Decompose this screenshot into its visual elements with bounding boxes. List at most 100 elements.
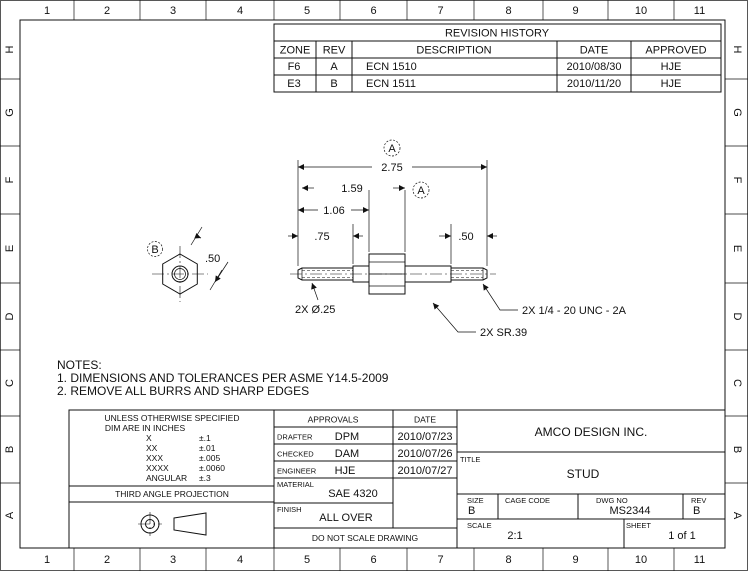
- zone-row-label-left: H: [4, 45, 16, 53]
- rev-row-2-zone: E3: [287, 78, 300, 90]
- zone-col-label-bottom: 7: [437, 554, 443, 566]
- zone-col-label-bottom: 11: [694, 554, 705, 566]
- zone-row-label-left: A: [4, 511, 16, 519]
- dim-to-nut-near: 1.06: [323, 205, 344, 217]
- stud-side-view: 2.75 A 1.59 A 1.06 .75 .50 2X Ø.25 2X 1/…: [288, 139, 627, 339]
- rev-row-1-date: 2010/08/30: [566, 61, 621, 73]
- rev-col-zone: ZONE: [280, 45, 311, 57]
- title-label: TITLE: [460, 455, 480, 464]
- dim-left-thread: .75: [314, 231, 329, 243]
- note-2: 2. REMOVE ALL BURRS AND SHARP EDGES: [57, 384, 309, 398]
- zone-col-label-top: 5: [304, 5, 310, 17]
- drafter-label: DRAFTER: [277, 433, 313, 442]
- zone-row-label-left: D: [4, 312, 16, 320]
- hex-flat-dim: .50: [205, 253, 220, 265]
- zone-col-label-bottom: 5: [304, 554, 310, 566]
- balloon-a-side: [412, 181, 430, 199]
- balloon-a-side-label: A: [417, 185, 425, 197]
- tol-row-4-label: XXXX: [146, 463, 169, 473]
- zone-col-label-bottom: 10: [635, 554, 647, 566]
- checked-date: 2010/07/26: [397, 448, 452, 460]
- finish-label: FINISH: [277, 505, 302, 514]
- callout-diameter: 2X Ø.25: [295, 304, 335, 316]
- zone-row-label-left: B: [4, 446, 16, 453]
- engineer-date: 2010/07/27: [397, 465, 452, 477]
- sheet-label: SHEET: [626, 521, 651, 530]
- zone-row-label-left: G: [4, 108, 16, 117]
- zone-col-label-top: 6: [370, 5, 376, 17]
- callout-radius: 2X SR.39: [480, 327, 527, 339]
- zone-row-label-right: E: [731, 245, 743, 252]
- scale-value: 2:1: [507, 530, 522, 542]
- zone-col-label-bottom: 1: [44, 554, 50, 566]
- hex-nut-outline: [162, 253, 198, 295]
- zone-row-label-right: C: [731, 379, 743, 387]
- rev-row-1-approved: HJE: [661, 61, 682, 73]
- zone-row-label-right: D: [731, 313, 743, 321]
- no-scale-note: DO NOT SCALE DRAWING: [312, 533, 418, 543]
- finish-value: ALL OVER: [319, 512, 372, 524]
- zone-row-label-left: F: [4, 176, 16, 183]
- approvals-block: APPROVALS DATE DRAFTER DPM 2010/07/23 CH…: [273, 409, 458, 549]
- dwg-no-label: DWG NO: [596, 496, 628, 505]
- inner-border: [19, 19, 726, 549]
- tol-row-5-value: ±.3: [199, 473, 211, 483]
- zone-row-label-right: G: [731, 108, 743, 117]
- size-label: SIZE: [467, 496, 484, 505]
- material-label: MATERIAL: [277, 480, 314, 489]
- engineer-name: HJE: [335, 465, 356, 477]
- zone-col-label-bottom: 9: [572, 554, 578, 566]
- projection-symbol: [138, 512, 207, 536]
- zone-col-label-bottom: 2: [104, 554, 110, 566]
- approvals-date-header: DATE: [414, 415, 436, 425]
- zone-col-label-top: 1: [44, 5, 50, 17]
- tolerance-block: UNLESS OTHERWISE SPECIFIED DIM ARE IN IN…: [68, 409, 275, 549]
- scale-label: SCALE: [467, 521, 492, 530]
- zone-row-label-left: C: [4, 379, 16, 387]
- zone-col-label-top: 10: [635, 5, 647, 17]
- zone-col-label-top: 7: [437, 5, 443, 17]
- zone-row-label-right: A: [731, 512, 743, 520]
- checked-label: CHECKED: [277, 450, 314, 459]
- balloon-b-label: B: [151, 244, 158, 256]
- notes: NOTES: 1. DIMENSIONS AND TOLERANCES PER …: [57, 358, 389, 398]
- rev-label: REV: [691, 496, 706, 505]
- dwg-no-value: MS2344: [610, 505, 651, 517]
- balloon-a-top: [383, 139, 401, 157]
- title-block: AMCO DESIGN INC. TITLE STUD SIZE B CAGE …: [456, 409, 726, 549]
- dim-overall: 2.75: [381, 162, 402, 174]
- balloon-a-top-label: A: [388, 143, 396, 155]
- rev-row-2-approved: HJE: [661, 78, 682, 90]
- zone-col-label-bottom: 3: [170, 554, 176, 566]
- tol-row-2-label: XX: [146, 443, 158, 453]
- dim-to-nut-far: 1.59: [341, 183, 362, 195]
- sheet-value: 1 of 1: [668, 530, 696, 542]
- zone-row-label-right: B: [731, 446, 743, 453]
- zone-col-label-top: 9: [572, 5, 578, 17]
- zone-col-label-top: 4: [237, 5, 243, 17]
- zone-row-label-right: F: [731, 177, 743, 184]
- tol-row-3-label: XXX: [146, 453, 163, 463]
- zone-row-label-right: H: [731, 46, 743, 54]
- drawing-title: STUD: [567, 467, 600, 481]
- balloon-b: [147, 241, 163, 257]
- tol-row-5-label: ANGULAR: [146, 473, 187, 483]
- zone-col-label-top: 11: [694, 5, 705, 17]
- tol-row-3-value: ±.005: [199, 453, 220, 463]
- material-value: SAE 4320: [328, 488, 378, 500]
- rev-value: B: [693, 505, 700, 517]
- hex-end-view: .50 B: [147, 226, 229, 302]
- rev-col-description: DESCRIPTION: [416, 45, 491, 57]
- rev-col-date: DATE: [580, 45, 609, 57]
- rev-row-1-description: ECN 1510: [366, 61, 417, 73]
- rev-row-1-rev: A: [330, 61, 338, 73]
- rev-row-1-zone: F6: [288, 61, 301, 73]
- rev-col-approved: APPROVED: [645, 45, 706, 57]
- tol-row-2-value: ±.01: [199, 443, 216, 453]
- size-value: B: [468, 505, 475, 517]
- dim-right-thread: .50: [458, 231, 473, 243]
- rev-row-2-date: 2010/11/20: [567, 78, 621, 90]
- notes-title: NOTES:: [57, 358, 102, 372]
- drafter-name: DPM: [335, 431, 359, 443]
